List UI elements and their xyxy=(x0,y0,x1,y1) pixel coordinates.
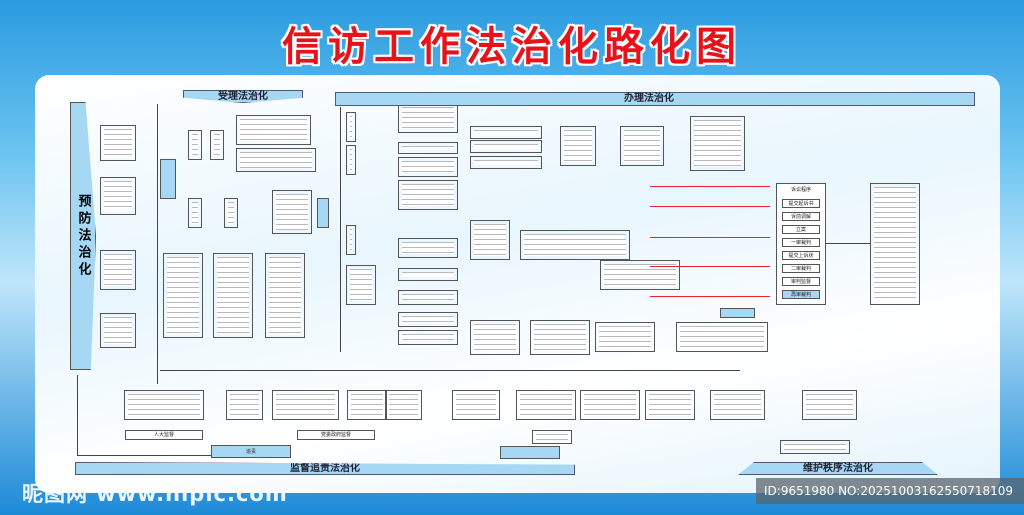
handling-box xyxy=(346,112,356,142)
litigation-step: 审判监督 xyxy=(782,277,820,286)
handling-box xyxy=(600,260,680,290)
litigation-panel: 诉讼程序 提交起诉书诉前调解立案一审裁判提交上诉状二审裁判审判监督再审裁判 xyxy=(776,183,826,305)
handling-box xyxy=(346,265,376,305)
supervision-box xyxy=(645,390,695,420)
handling-box xyxy=(720,308,755,318)
watermark-id: ID:9651980 NO:20251003162550718109 xyxy=(756,478,1024,504)
handling-box xyxy=(676,322,768,352)
npc-supervision: 人大监督 xyxy=(125,430,203,440)
prevention-box xyxy=(100,313,136,348)
handling-box xyxy=(398,312,458,327)
page-title: 信访工作法治化路化图 xyxy=(282,23,742,70)
handling-box xyxy=(398,103,458,133)
accept-box xyxy=(210,130,224,160)
handling-box xyxy=(398,180,458,210)
order-box xyxy=(802,390,857,420)
accept-box xyxy=(265,253,305,338)
accept-box xyxy=(272,190,312,234)
order-box xyxy=(780,440,850,454)
petitioner-box xyxy=(160,159,176,199)
watermark-site: 昵图网 www.nipic.com xyxy=(22,482,288,506)
handling-box xyxy=(690,116,745,171)
order-box xyxy=(532,430,572,444)
order-box xyxy=(710,390,765,420)
supervision-box xyxy=(452,390,500,420)
handling-box xyxy=(520,230,630,260)
party-supervision: 党委政府监督 xyxy=(297,430,375,440)
accept-box xyxy=(188,130,202,160)
litigation-step: 诉前调解 xyxy=(782,212,820,221)
handling-box xyxy=(530,320,590,355)
handling-box xyxy=(470,156,542,169)
prevention-box xyxy=(100,177,136,215)
acceptance-header: 受理法治化 xyxy=(183,90,303,103)
supervision-box xyxy=(385,390,422,420)
handling-box xyxy=(398,142,458,154)
handling-box xyxy=(470,220,510,260)
handling-box xyxy=(470,320,520,355)
prevention-box xyxy=(100,125,136,161)
litigation-step: 提交上诉状 xyxy=(782,251,820,260)
supervision-box xyxy=(272,390,339,420)
accept-box xyxy=(163,253,203,338)
supervision-box xyxy=(226,390,263,420)
handling-box xyxy=(620,126,664,166)
accept-box xyxy=(236,115,311,145)
handling-box xyxy=(346,225,356,255)
litigation-step: 一审裁判 xyxy=(782,238,820,247)
accept-box xyxy=(236,148,316,172)
handling-box xyxy=(398,238,458,258)
supervision-box xyxy=(347,390,387,420)
accept-box xyxy=(317,198,329,228)
litigation-step: 再审裁判 xyxy=(782,290,820,299)
accountability-box-2 xyxy=(500,446,560,459)
prevention-box xyxy=(100,250,136,290)
handling-box xyxy=(398,290,458,305)
handling-box xyxy=(470,126,542,139)
accept-box xyxy=(213,253,253,338)
handling-box xyxy=(560,126,596,166)
supervision-box xyxy=(580,390,640,420)
supervision-box xyxy=(516,390,576,420)
accountability-box: 追责 xyxy=(211,445,291,458)
order-header: 维护秩序法治化 xyxy=(738,462,938,475)
accept-box xyxy=(224,198,238,228)
result-box xyxy=(870,183,920,305)
litigation-step: 二审裁判 xyxy=(782,264,820,273)
accept-box xyxy=(188,198,202,228)
litigation-title: 诉讼程序 xyxy=(790,187,811,193)
handling-header: 办理法治化 xyxy=(335,92,975,106)
handling-box xyxy=(398,268,458,281)
handling-box xyxy=(398,330,458,345)
handling-box xyxy=(470,140,542,153)
handling-box xyxy=(346,145,356,175)
handling-box xyxy=(595,322,655,352)
prevention-label: 预防法治化 xyxy=(75,193,91,279)
litigation-step: 提交起诉书 xyxy=(782,199,820,208)
supervision-box xyxy=(124,390,204,420)
litigation-step: 立案 xyxy=(782,225,820,234)
handling-box xyxy=(398,157,458,177)
